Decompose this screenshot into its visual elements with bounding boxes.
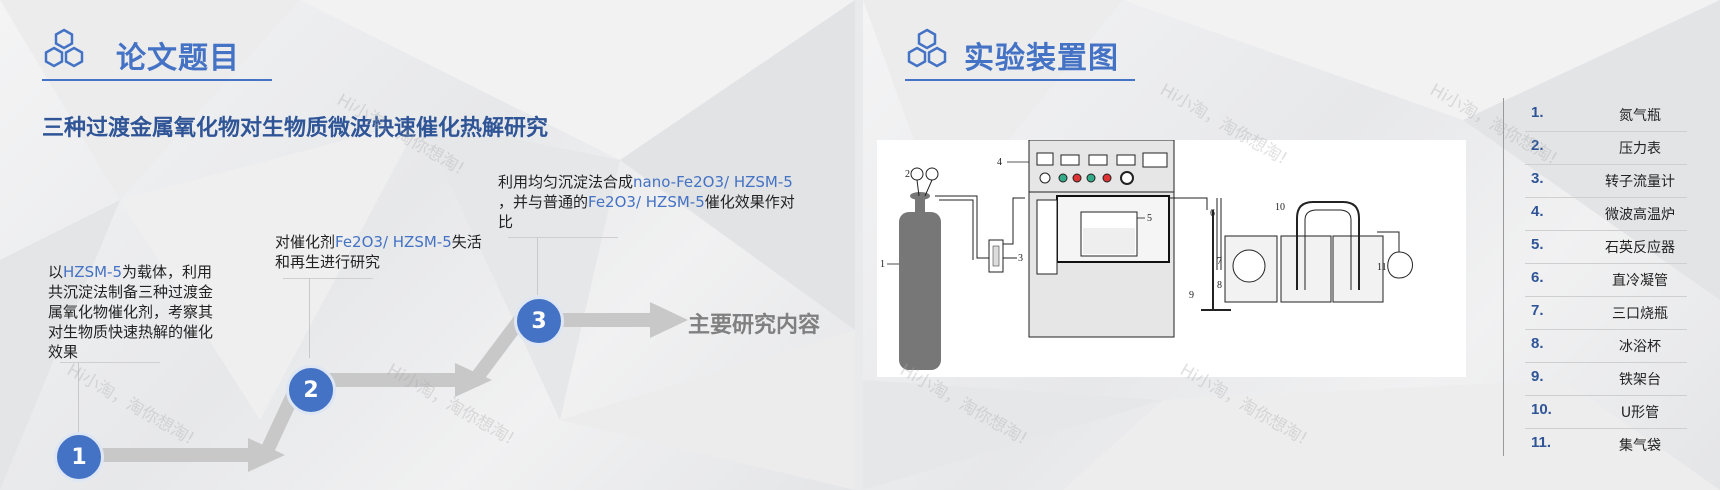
diagram-label-9: 9	[1189, 290, 1194, 301]
legend-number: 9.	[1531, 368, 1544, 385]
page-title: 论文题目	[116, 41, 240, 76]
step-1-connector	[78, 362, 79, 432]
legend-name: 铁架台	[1619, 372, 1661, 388]
step-3-part-e: 催化效果作对比	[498, 193, 795, 231]
diagram-label-3: 3	[1018, 253, 1023, 264]
legend-name: 三口烧瓶	[1612, 306, 1668, 322]
main-content-label: 主要研究内容	[688, 313, 821, 338]
list-item: 8. 冰浴杯	[1525, 329, 1687, 363]
legend-name: 集气袋	[1619, 438, 1661, 454]
title-underline	[905, 79, 1135, 81]
legend-number: 11.	[1531, 434, 1552, 451]
title-underline	[42, 79, 272, 81]
legend-name: 冰浴杯	[1619, 339, 1661, 355]
diagram-label-1: 1	[880, 259, 885, 270]
step-2-text: 对催化剂Fe2O3/ HZSM-5失活和再生进行研究	[275, 232, 485, 272]
step-1-badge: 1	[54, 432, 104, 482]
thesis-title: 三种过渡金属氧化物对生物质微波快速催化热解研究	[42, 116, 549, 141]
diagram-label-11: 11	[1377, 262, 1387, 273]
list-item: 2. 压力表	[1525, 131, 1687, 165]
list-item: 1. 氮气瓶	[1525, 98, 1687, 132]
background-polygons	[0, 0, 855, 490]
list-item: 10. U形管	[1525, 395, 1687, 429]
legend-name: 直冷凝管	[1612, 273, 1668, 289]
legend-name: 氮气瓶	[1619, 108, 1661, 124]
legend-number: 8.	[1531, 335, 1544, 352]
legend-name: 转子流量计	[1605, 174, 1675, 190]
list-item: 7. 三口烧瓶	[1525, 296, 1687, 330]
legend-number: 1.	[1531, 104, 1544, 121]
list-item: 4. 微波高温炉	[1525, 197, 1687, 231]
diagram-label-5: 5	[1147, 213, 1152, 224]
page-title: 实验装置图	[964, 41, 1119, 76]
step-3-part-a: 利用均匀沉淀法合成	[498, 173, 634, 191]
step-3-text: 利用均匀沉淀法合成nano-Fe2O3/ HZSM-5 ，并与普通的Fe2O3/…	[498, 172, 798, 232]
legend-name: 压力表	[1619, 141, 1661, 157]
step-1-rule	[60, 362, 160, 363]
legend-name: 微波高温炉	[1605, 207, 1675, 223]
hexagon-logo-icon	[42, 28, 86, 72]
step-3-part-c: ，并与普通的	[498, 193, 589, 211]
slide-research-topic: 论文题目 三种过渡金属氧化物对生物质微波快速催化热解研究 以HZSM-5为载体，…	[0, 0, 855, 490]
legend-number: 7.	[1531, 302, 1544, 319]
list-item: 6. 直冷凝管	[1525, 263, 1687, 297]
step-1-part-c: 为载体，利用共沉淀法制备三种过渡金属氧化物催化剂，考察其对生物质快速热解的催化效…	[48, 263, 214, 361]
nitrogen-cylinder	[899, 212, 941, 370]
step-1-text: 以HZSM-5为载体，利用共沉淀法制备三种过渡金属氧化物催化剂，考察其对生物质快…	[48, 262, 218, 362]
hexagon-logo-icon	[905, 28, 949, 72]
legend-divider	[1503, 98, 1504, 456]
step-2-highlight: Fe2O3/ HZSM-5	[335, 233, 452, 251]
step-3-rule	[508, 237, 618, 238]
legend-number: 3.	[1531, 170, 1544, 187]
step-3-highlight-b: Fe2O3/ HZSM-5	[588, 193, 705, 211]
slide-experimental-setup: 实验装置图 1 2 3 4	[863, 0, 1720, 490]
legend-name: U形管	[1620, 405, 1660, 421]
step-2-part-c: 失活和再生进行研究	[275, 233, 482, 271]
diagram-label-8: 8	[1217, 280, 1222, 291]
diagram-label-7: 7	[1217, 256, 1222, 267]
diagram-label-2: 2	[905, 169, 910, 180]
step-2-connector	[309, 278, 310, 358]
step-1-highlight: HZSM-5	[63, 263, 122, 281]
list-item: 3. 转子流量计	[1525, 164, 1687, 198]
list-item: 5. 石英反应器	[1525, 230, 1687, 264]
legend-number: 5.	[1531, 236, 1544, 253]
legend-number: 2.	[1531, 137, 1544, 154]
diagram-label-10: 10	[1275, 202, 1285, 213]
step-3-connector	[537, 237, 538, 295]
diagram-label-4: 4	[997, 157, 1002, 168]
step-2-rule	[283, 278, 373, 279]
legend-number: 6.	[1531, 269, 1544, 286]
legend-number: 10.	[1531, 401, 1552, 418]
step-2-part-a: 对催化剂	[275, 233, 336, 251]
apparatus-diagram: 1 2 3 4	[877, 139, 1466, 377]
step-2-badge: 2	[286, 365, 336, 415]
step-1-part-a: 以	[48, 263, 64, 281]
legend-number: 4.	[1531, 203, 1544, 220]
list-item: 11. 集气袋	[1525, 428, 1687, 461]
step-3-highlight-a: nano-Fe2O3/ HZSM-5	[633, 173, 793, 191]
legend-name: 石英反应器	[1605, 240, 1675, 256]
step-3-badge: 3	[514, 296, 564, 346]
list-item: 9. 铁架台	[1525, 362, 1687, 396]
